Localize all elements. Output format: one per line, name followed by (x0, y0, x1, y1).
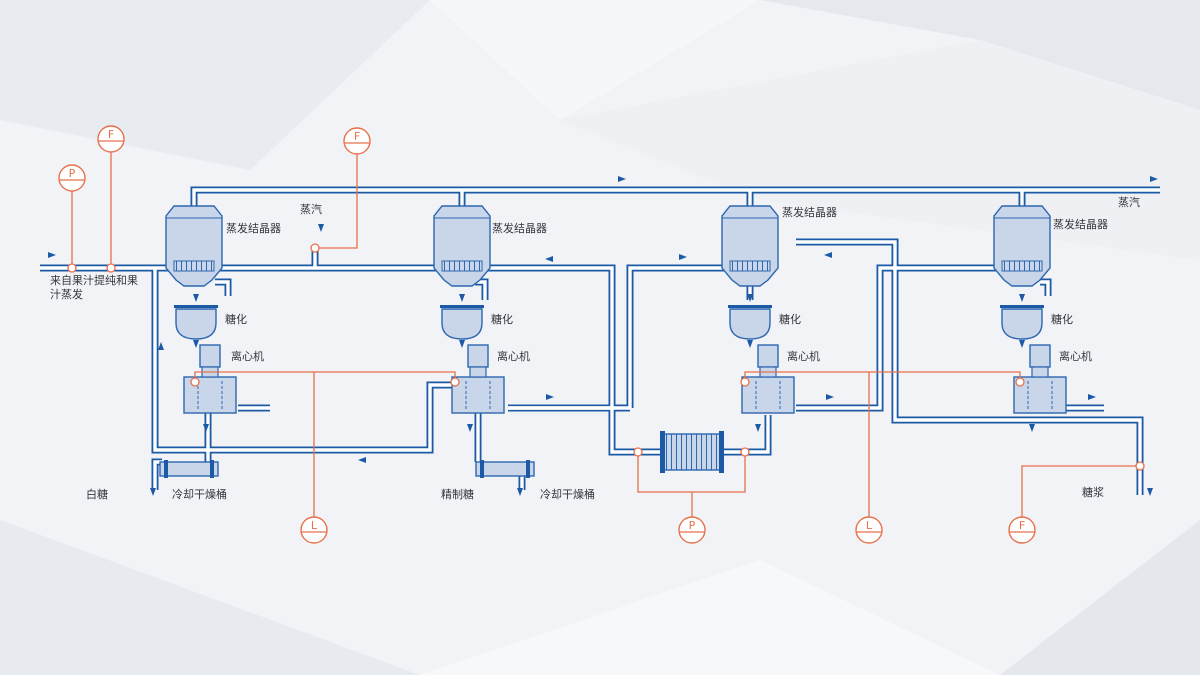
inst-f-feed-instrument: F (97, 125, 125, 153)
label-evaporator-4: 蒸发结晶器 (1053, 217, 1108, 231)
sugaring-tank-4 (1000, 305, 1044, 340)
pipe-syrup-out (796, 238, 1144, 495)
inst-p-feed-instrument: P (58, 164, 86, 192)
centrifuge-3 (741, 344, 795, 414)
label-refined-sugar: 精制糖 (441, 487, 474, 501)
centrifuge-2 (451, 344, 505, 414)
arrow-cent4-out (1088, 394, 1096, 400)
inst-f-syrup-letter: F (1019, 519, 1025, 532)
pipe-evap1-drop (215, 278, 232, 296)
pipe-to-evap3 (626, 264, 728, 408)
arrow-syrup (1147, 488, 1153, 496)
arrow-tank-3 (747, 340, 753, 348)
labels: 蒸发结晶器 蒸发结晶器 蒸发结晶器 蒸发结晶器 蒸汽 蒸汽 来自果汁提纯和果 汁… (50, 195, 1140, 501)
arrow-tank-2 (459, 340, 465, 348)
label-feed-line1: 来自果汁提纯和果 (50, 274, 138, 287)
inst-p-hx-letter: P (689, 519, 696, 532)
inst-l-right-instrument: L (855, 516, 883, 544)
label-white-sugar: 白糖 (86, 487, 108, 501)
inst-f-feed-letter: F (108, 128, 114, 141)
arrow-steam-out (1150, 176, 1158, 182)
inst-l-right-letter: L (866, 519, 873, 532)
label-centrifuge-4: 离心机 (1059, 349, 1092, 363)
arrow-cent3-down (755, 424, 761, 432)
heat-exchanger (660, 431, 724, 473)
label-centrifuge-1: 离心机 (231, 349, 264, 363)
pipe-from-hx (720, 415, 772, 456)
sugaring-tank-2 (440, 305, 484, 340)
cooling-dryer-drum-1 (159, 460, 219, 478)
label-evaporator-2: 蒸发结晶器 (492, 221, 547, 235)
arrow-down-3 (747, 294, 753, 302)
label-centrifuge-3: 离心机 (787, 349, 820, 363)
label-dryer-1: 冷却干燥桶 (172, 487, 227, 501)
pipe-evap4-loop (796, 264, 1022, 412)
arrow-tank-4 (1019, 340, 1025, 348)
inst-l-left-letter: L (311, 519, 318, 532)
arrow-down-2 (459, 294, 465, 302)
label-steam-left: 蒸汽 (300, 202, 322, 216)
arrow-to-evap3 (679, 254, 687, 260)
inst-f-steam-instrument: F (343, 127, 371, 155)
arrow-cent2-out (546, 394, 554, 400)
label-syrup: 糖浆 (1082, 485, 1104, 499)
label-centrifuge-2: 离心机 (497, 349, 530, 363)
label-sugaring-2: 糖化 (491, 312, 513, 326)
flow-arrows (48, 176, 1158, 496)
label-sugaring-1: 糖化 (225, 312, 247, 326)
pipe-to-hx (608, 408, 664, 456)
evaporator-crystallizer-1 (165, 205, 223, 287)
label-dryer-2: 冷却干燥桶 (540, 487, 595, 501)
arrow-cent2-down (467, 424, 473, 432)
arrow-return-left (358, 457, 366, 463)
evaporator-crystallizer-4 (993, 205, 1051, 287)
label-feed-line2: 汁蒸发 (50, 287, 83, 301)
inst-p-feed-letter: P (69, 167, 76, 180)
arrow-white-sugar (150, 488, 156, 496)
arrow-steam-in (318, 224, 324, 232)
label-sugaring-4: 糖化 (1051, 312, 1073, 326)
sugaring-tank-3 (728, 305, 772, 340)
inst-l-left-instrument: L (300, 516, 328, 544)
arrow-down-1 (193, 294, 199, 302)
arrow-refined-sugar (517, 488, 523, 496)
arrow-up-left (158, 342, 164, 350)
arrow-evap4-return (824, 252, 832, 258)
inst-p-hx-instrument: P (678, 516, 706, 544)
inst-f-steam-letter: F (354, 130, 360, 143)
arrow-cent3-out (826, 394, 834, 400)
pipe-evap2-loop (488, 264, 616, 412)
label-evaporator-3: 蒸发结晶器 (782, 205, 837, 219)
sugaring-tank-1 (174, 305, 218, 340)
evaporator-crystallizer-3 (721, 205, 779, 287)
arrow-evap2-return (545, 256, 553, 262)
label-evaporator-1: 蒸发结晶器 (226, 221, 281, 235)
cooling-dryer-drum-2 (475, 460, 535, 478)
arrow-down-4 (1019, 294, 1025, 302)
arrow-cent1-down (203, 424, 209, 432)
arrow-steam-header (618, 176, 626, 182)
arrow-feed (48, 252, 56, 258)
signal-lines (71, 152, 1140, 517)
inst-f-syrup-instrument: F (1008, 516, 1036, 544)
label-steam-right: 蒸汽 (1118, 195, 1140, 209)
arrow-tank-1 (193, 340, 199, 348)
label-sugaring-3: 糖化 (779, 312, 801, 326)
evaporator-crystallizer-2 (433, 205, 491, 287)
arrow-cent4-down (1029, 424, 1035, 432)
signal-taps (67, 243, 1145, 471)
